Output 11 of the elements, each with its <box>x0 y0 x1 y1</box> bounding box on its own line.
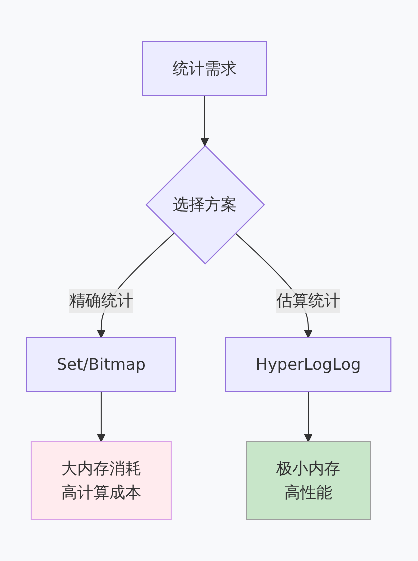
edge-label: 精确统计 <box>69 290 134 310</box>
node-diamond: 选择方案 <box>146 144 266 264</box>
node-box: 大内存消耗 高计算成本 <box>30 441 172 520</box>
arrow <box>200 95 210 146</box>
node-box: 统计需求 <box>142 41 268 96</box>
node-box: Set/Bitmap <box>26 337 176 392</box>
node-box: HyperLogLog <box>225 337 392 392</box>
edge-label: 估算统计 <box>276 290 340 310</box>
arrow <box>96 391 106 442</box>
arrow <box>304 391 313 442</box>
node-box: 极小内存 高性能 <box>246 441 371 520</box>
